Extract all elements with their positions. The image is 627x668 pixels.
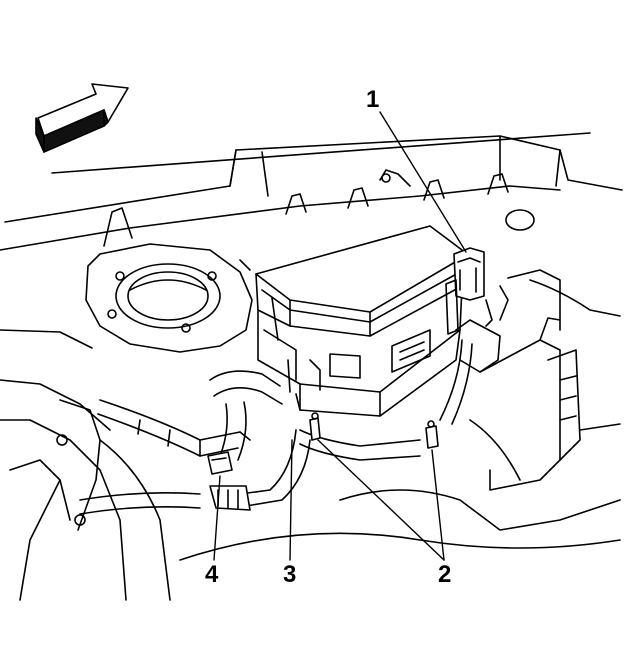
strut-tower (85, 243, 253, 353)
forward-arrow-icon (35, 83, 129, 153)
callout-1: 1 (366, 86, 380, 113)
inner-fender (0, 329, 171, 601)
cowl-panel (0, 132, 623, 251)
callout-4: 4 (205, 561, 219, 588)
harness-clip-item-4 (207, 451, 233, 475)
callout-leaders (213, 111, 467, 561)
mounting-bracket (455, 209, 621, 491)
cowl-brackets (103, 173, 509, 247)
fuse-block (255, 225, 463, 417)
lower-structure (179, 169, 621, 561)
connector-item-1 (445, 247, 493, 335)
wiring-harness (79, 339, 521, 515)
callout-2: 2 (438, 561, 452, 588)
callout-3: 3 (283, 561, 297, 588)
ground-stud-item-2 (309, 412, 439, 449)
